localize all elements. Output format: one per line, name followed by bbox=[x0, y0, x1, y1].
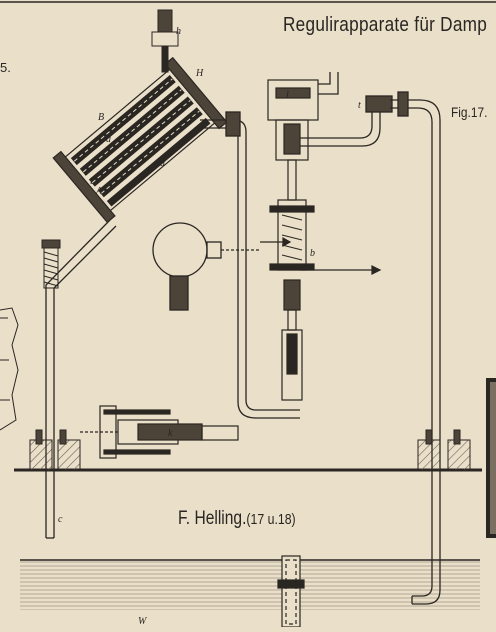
label-H: H bbox=[195, 68, 204, 79]
spring-column bbox=[41, 239, 61, 289]
pipe-c bbox=[45, 219, 117, 539]
label-h: h bbox=[176, 26, 181, 37]
label-d: d bbox=[160, 158, 166, 169]
label-k: k bbox=[168, 428, 173, 439]
label-a: a bbox=[106, 134, 111, 145]
label-i: i bbox=[90, 176, 93, 187]
globe-vessel bbox=[152, 222, 260, 311]
label-b: b bbox=[310, 248, 315, 259]
caption-figures: (17 u.18) bbox=[246, 511, 296, 528]
water-surface bbox=[20, 559, 480, 610]
submerged-column bbox=[277, 555, 305, 628]
valve-h bbox=[151, 9, 179, 73]
foundation-bolts bbox=[29, 429, 471, 471]
part-label-group: h H B a d A i l t b k c W bbox=[58, 26, 361, 627]
piston-k bbox=[80, 405, 239, 459]
label-W: W bbox=[138, 616, 148, 627]
right-edge-figure bbox=[486, 378, 496, 538]
label-t: t bbox=[358, 100, 361, 111]
label-l: l bbox=[286, 90, 289, 101]
left-edge-figure bbox=[0, 307, 19, 431]
adjacent-figure-number: 5. bbox=[0, 60, 11, 75]
figure-number: Fig.17. bbox=[451, 104, 488, 120]
tube-bundle bbox=[52, 56, 228, 224]
label-A: A bbox=[95, 186, 103, 197]
caption-author: F. Helling. bbox=[178, 508, 247, 529]
plate-title: Regulirapparate für Damp bbox=[283, 14, 488, 36]
pipe-bundle-right bbox=[200, 111, 300, 419]
valve-t-pipe bbox=[300, 72, 441, 605]
label-c: c bbox=[58, 514, 63, 525]
figure-caption: F. Helling.(17 u.18) bbox=[178, 508, 296, 530]
label-B: B bbox=[98, 112, 104, 123]
regulator-stack bbox=[260, 79, 382, 401]
